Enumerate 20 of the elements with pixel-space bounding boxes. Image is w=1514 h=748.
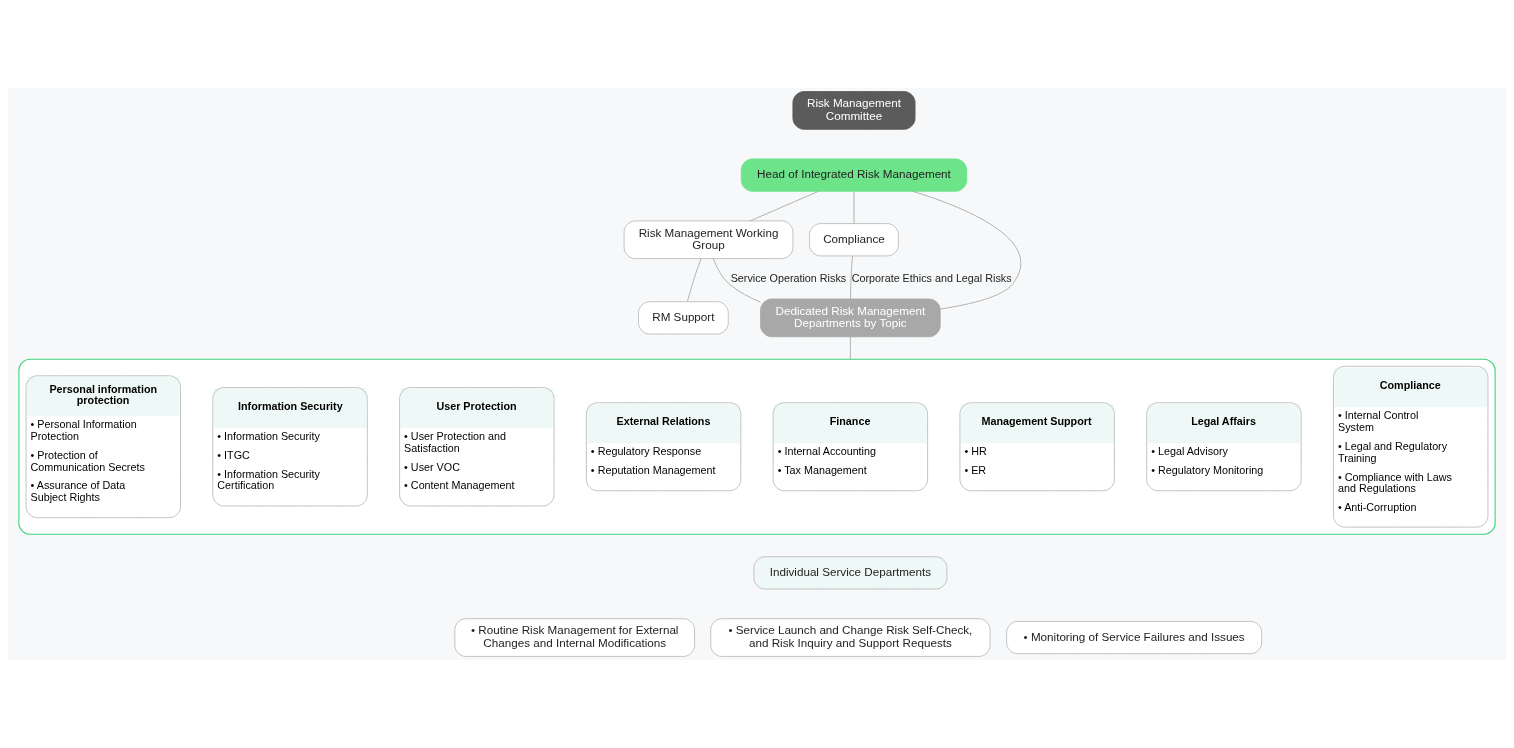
edge-label: Corporate Ethics and Legal Risks bbox=[851, 271, 1012, 284]
node-box: Risk Management Committee bbox=[792, 91, 916, 130]
connector bbox=[849, 336, 851, 360]
node-box: • Service Launch and Change Risk Self-Check, and Risk Inquiry and Support Requests bbox=[710, 618, 991, 657]
node-box: Compliance bbox=[809, 223, 899, 257]
node-box: Risk Management Working Group bbox=[623, 220, 794, 260]
node-box: Individual Service Departments bbox=[753, 556, 948, 590]
node-box: • Monitoring of Service Failures and Issues bbox=[1006, 620, 1263, 655]
cluster bbox=[18, 358, 1496, 535]
node-box: • Routine Risk Management for External Changes and Internal Modifications bbox=[454, 618, 696, 657]
node-box: Dedicated Risk Management Departments by Topic bbox=[760, 298, 941, 338]
connector bbox=[912, 190, 1022, 310]
connector bbox=[850, 255, 853, 300]
node-box: RM Support bbox=[638, 301, 729, 335]
connector bbox=[713, 258, 761, 303]
node-box: Head of Integrated Risk Management bbox=[740, 158, 968, 192]
connector bbox=[749, 190, 819, 222]
connector bbox=[687, 258, 702, 302]
connector bbox=[853, 191, 855, 224]
edge-label: Service Operation Risks bbox=[730, 271, 847, 284]
